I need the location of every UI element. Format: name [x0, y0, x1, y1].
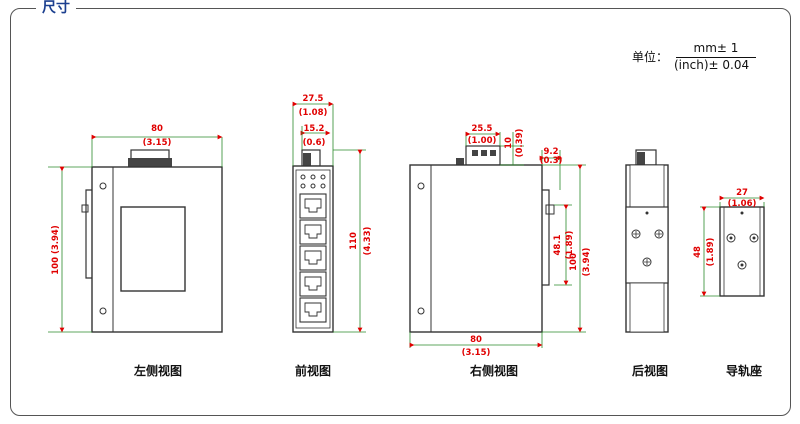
front-view: 27.5 (1.08) 15.2 (0.6) 110 (4.33) [292, 94, 373, 333]
left-label-window [120, 206, 186, 292]
left-width-mm: 80 [151, 124, 163, 134]
caption-rail-base: 导轨座 [725, 364, 762, 378]
left-din-clip [85, 189, 92, 279]
unit-fraction-line [676, 57, 756, 58]
back-view [625, 149, 669, 333]
unit-inch: (inch)± 0.04 [674, 58, 750, 72]
right-rail-mm: 9.2 [543, 147, 558, 157]
right-offset-mm: 10 [504, 137, 514, 149]
back-rail-mount [625, 206, 669, 284]
ethernet-ports [299, 193, 327, 323]
right-height-mm: 100 [569, 253, 579, 271]
right-body [409, 164, 543, 333]
ethernet-port-icon [299, 297, 327, 323]
unit-mm: mm± 1 [693, 41, 739, 55]
ethernet-port-icon [299, 245, 327, 271]
caption-back-view: 后视图 [631, 364, 668, 378]
caption-left-view: 左侧视图 [133, 364, 182, 378]
section-title: 尺寸 [36, 0, 76, 16]
front-inner-mm: 15.2 [304, 124, 325, 134]
rail-base-height-in: (1.89) [706, 238, 716, 267]
ethernet-port-icon [299, 193, 327, 219]
left-height: 100 (3.94) [51, 225, 61, 275]
front-inner-in: (0.6) [303, 138, 326, 148]
caption-front-view: 前视图 [294, 364, 331, 378]
right-offset-in: (0.39) [515, 129, 525, 158]
front-leds [300, 174, 326, 189]
right-rail-in: (0.3) [540, 156, 563, 166]
rail-base-view: 27 (1.06) 48 (1.89) [693, 188, 765, 297]
unit-label: 单位： [632, 50, 669, 64]
right-top-in: (1.00) [468, 136, 497, 146]
right-width-in: (3.15) [462, 348, 491, 358]
rail-base-width-mm: 27 [736, 188, 748, 198]
rail-base-height-mm: 48 [693, 246, 703, 258]
screw-icon [417, 307, 425, 315]
right-side-view: 25.5 (1.00) 10 (0.39) 9.2 (0.3) 48.1 (1.… [409, 124, 592, 358]
left-width-in: (3.15) [143, 138, 172, 148]
dimension-frame [10, 8, 791, 416]
caption-right-view: 右侧视图 [469, 364, 518, 378]
right-mid-mm: 48.1 [553, 234, 563, 255]
ethernet-port-icon [299, 271, 327, 297]
screw-icon [417, 182, 425, 190]
right-din-clip [542, 189, 550, 286]
right-height-in: (3.94) [582, 248, 592, 277]
front-width-mm: 27.5 [303, 94, 324, 104]
front-height-mm: 110 [349, 232, 359, 250]
screw-icon [99, 182, 107, 190]
screw-icon [99, 307, 107, 315]
rail-base-body [719, 206, 765, 297]
front-height-in: (4.33) [363, 227, 373, 256]
right-width-mm: 80 [470, 335, 482, 345]
rail-base-width-in: (1.06) [728, 199, 757, 209]
right-mid-in: (1.89) [565, 231, 575, 260]
left-side-view: 80 (3.15) 100 (3.94) [48, 124, 223, 333]
ethernet-port-icon [299, 219, 327, 245]
right-top-mm: 25.5 [472, 124, 493, 134]
front-width-in: (1.08) [299, 108, 328, 118]
